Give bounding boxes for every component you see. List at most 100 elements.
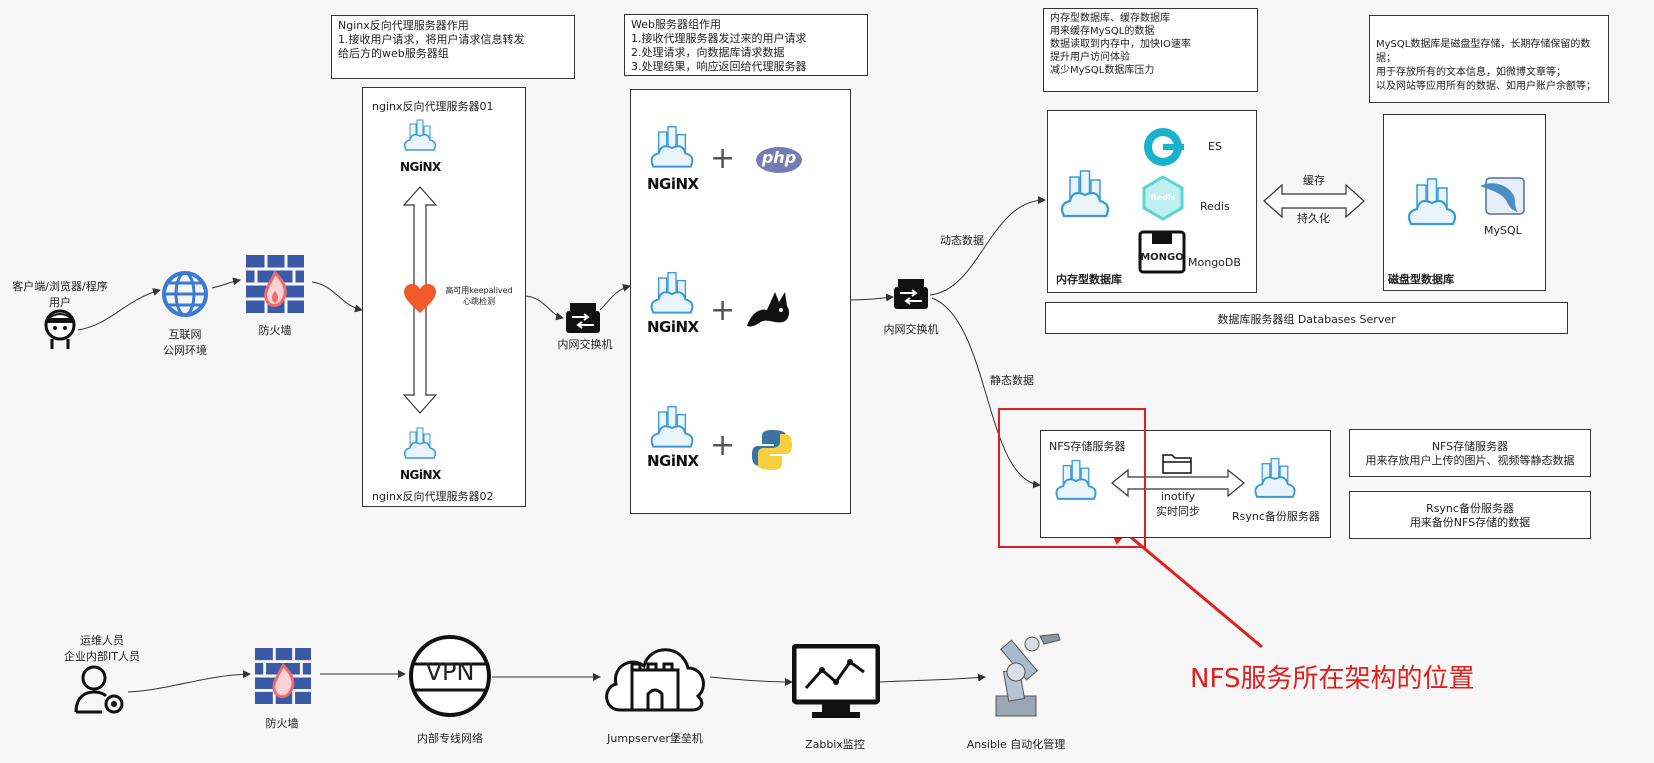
edge-zabbix-ansible: [879, 673, 986, 683]
tomcat-icon: [747, 292, 790, 327]
cloud-server-icon: [1055, 459, 1097, 500]
nfs-highlight-frame: [998, 408, 1146, 548]
note-line: 提升用户访问体验: [1050, 52, 1130, 63]
proxy-group: [362, 87, 526, 507]
note-line: Web服务器组作用: [631, 18, 721, 31]
heart-icon: [404, 284, 436, 313]
ha-label: 高可用keepalived 心跳检测: [436, 285, 522, 307]
zabbix-label: Zabbix监控: [805, 738, 865, 751]
note-nfs-role: NFS存储服务器 用来存放用户上传的图片、视频等静态数据: [1349, 429, 1591, 477]
sync-double-arrow: [1111, 468, 1245, 498]
inotify-label-line: inotify: [1160, 490, 1196, 503]
disk-db-title: 磁盘型数据库: [1388, 273, 1454, 286]
persist-label: 持久化: [1297, 212, 1330, 225]
ha-label-line: 高可用keepalived: [445, 286, 513, 295]
note-nginx-role: Nginx反向代理服务器作用 1.接收用户请求，将用户请求信息转发 给后方的we…: [331, 15, 575, 79]
edge-proxy-switch: [525, 295, 564, 321]
firewall-icon: [255, 648, 311, 704]
client-label: 客户端/浏览器/程序 用户: [4, 278, 116, 310]
firewall-icon: [246, 255, 304, 313]
edge-switch-web: [599, 283, 631, 311]
mongo-logo-text: MONGO: [1140, 252, 1184, 263]
switch-icon: [566, 303, 600, 333]
cloud-server-icon: [650, 406, 694, 448]
cloud-server-icon: [403, 427, 437, 459]
edge-switch-memdb: [929, 196, 1046, 296]
note-line: 1.接收用户请求，将用户请求信息转发: [338, 33, 525, 46]
note-line: 用来存放用户上传的图片、视频等静态数据: [1365, 454, 1575, 467]
note-line: MySQL数据库是磁盘型存储，长期存储保留的数据；: [1376, 39, 1591, 64]
note-line: 用来备份NFS存储的数据: [1409, 516, 1531, 529]
internet-label: 互联网 公网环境: [145, 326, 225, 358]
nfs-title: NFS存储服务器: [1049, 440, 1126, 453]
admin-gear-icon: [74, 665, 124, 714]
switch-icon: [894, 279, 928, 309]
plus-sign: +: [710, 141, 736, 176]
annotation-arrow: [1103, 514, 1263, 649]
client-label-line: 用户: [49, 296, 71, 309]
note-line: 用于存放所有的文本信息，如微博文章等；: [1376, 67, 1566, 78]
internet-label-line: 互联网: [168, 328, 202, 341]
edge-firewall-proxy: [311, 281, 363, 313]
nginx-logo: NGiNX: [647, 175, 699, 193]
mongodb-label: MongoDB: [1188, 256, 1241, 269]
note-line: 内存型数据库、缓存数据库: [1050, 13, 1170, 24]
cloud-server-icon: [1407, 178, 1457, 226]
redis-label: Redis: [1200, 200, 1230, 213]
mysql-icon: [1480, 177, 1525, 215]
internet-label-line: 公网环境: [163, 344, 207, 357]
es-label: ES: [1208, 140, 1222, 153]
cloud-server-icon: [650, 272, 694, 314]
note-line: NFS存储服务器: [1431, 440, 1509, 453]
switch-right-label: 内网交换机: [883, 323, 939, 336]
firewall-label: 防火墙: [258, 324, 292, 337]
mongodb-icon: [1138, 230, 1186, 274]
client-label-line: 客户端/浏览器/程序: [12, 280, 108, 293]
plus-sign: +: [710, 293, 736, 328]
note-line: 以及网站等应用所有的数据、如用户账户余额等；: [1376, 81, 1596, 92]
ha-label-line: 心跳检测: [463, 297, 495, 306]
cache-double-arrow: [1263, 183, 1365, 219]
vpn-label: 内部专线网络: [417, 732, 483, 745]
edge-jump-zabbix: [709, 676, 793, 686]
proxy-server-02-label: nginx反向代理服务器02: [372, 490, 494, 503]
ops-staff-label-line: 企业内部IT人员: [64, 650, 140, 663]
edge-ops-firewall: [127, 670, 251, 693]
nginx-logo: NGiNX: [647, 452, 699, 470]
php-logo-text: php: [761, 148, 797, 167]
note-rsync-role: Rsync备份服务器 用来备份NFS存储的数据: [1349, 491, 1591, 539]
redis-logo-text: Redis: [1150, 193, 1176, 202]
redis-icon: [1142, 175, 1184, 221]
ops-firewall-label: 防火墙: [265, 717, 299, 730]
memory-db-title: 内存型数据库: [1056, 273, 1122, 286]
python-icon: [752, 430, 792, 470]
robot-arm-icon: [995, 633, 1061, 717]
nginx-logo: NGiNX: [400, 160, 441, 174]
elasticsearch-icon: [1144, 128, 1184, 166]
cloud-server-icon: [650, 126, 694, 168]
note-line: 3.处理结果，响应返回给代理服务器: [631, 60, 807, 73]
note-line: Rsync备份服务器: [1426, 502, 1514, 515]
cloud-server-icon: [403, 119, 437, 151]
user-icon: [44, 309, 76, 349]
note-line: 给后方的web服务器组: [338, 47, 449, 60]
edge-client-internet: [77, 288, 161, 331]
plus-sign: +: [710, 428, 736, 463]
edge-web-switch: [849, 293, 894, 302]
note-line: 用来缓存MySQL的数据: [1050, 26, 1155, 37]
note-line: 减少MySQL数据库压力: [1050, 65, 1155, 76]
static-data-label: 静态数据: [990, 374, 1034, 387]
annotation-text: NFS服务所在架构的位置: [1190, 664, 1475, 694]
nginx-logo: NGiNX: [400, 468, 441, 482]
mysql-label: MySQL: [1484, 224, 1522, 237]
inotify-label-line: 实时同步: [1156, 505, 1200, 518]
note-mysql-role: MySQL数据库是磁盘型存储，长期存储保留的数据； 用于存放所有的文本信息，如微…: [1369, 15, 1609, 103]
nginx-logo: NGiNX: [647, 318, 699, 336]
vpn-icon: [409, 635, 491, 717]
note-memdb-role: 内存型数据库、缓存数据库 用来缓存MySQL的数据 数据读取到内存中，加快IO速…: [1043, 8, 1258, 92]
note-line: Nginx反向代理服务器作用: [338, 19, 469, 32]
note-line: 2.处理请求，向数据库请求数据: [631, 46, 785, 59]
edge-switch-nfs: [931, 297, 1041, 489]
rsync-label: Rsync备份服务器: [1232, 510, 1320, 523]
